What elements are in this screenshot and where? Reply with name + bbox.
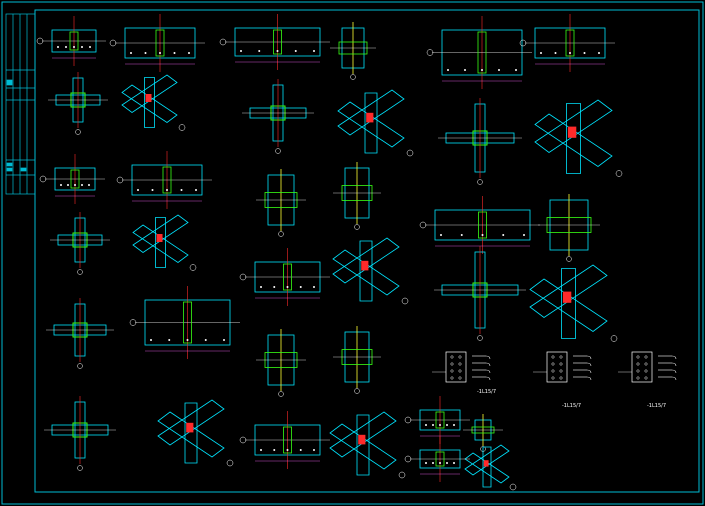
detail-2-section bbox=[50, 212, 110, 275]
plate-label-3: -1L15/7 bbox=[647, 403, 666, 409]
detail-5-section bbox=[239, 248, 330, 306]
detail-1-section bbox=[48, 72, 108, 135]
detail-4-section bbox=[242, 79, 314, 154]
detail-1-plan bbox=[36, 16, 106, 66]
plate-label-1: -1L15/7 bbox=[477, 389, 496, 395]
plate-detail-2 bbox=[533, 351, 592, 383]
detail-8-section bbox=[434, 246, 526, 341]
detail-7-section bbox=[438, 98, 522, 185]
detail-3-section bbox=[44, 396, 116, 471]
detail-3-iso bbox=[157, 399, 234, 467]
plate-label-2: -1L15/7 bbox=[562, 403, 581, 409]
plate-detail-3 bbox=[618, 351, 677, 383]
detail-2-plan bbox=[39, 154, 105, 204]
detail-7-iso bbox=[534, 99, 623, 177]
detail-2-elevation bbox=[116, 151, 212, 209]
detail-6-elevation bbox=[333, 326, 381, 394]
detail-1-elevation bbox=[109, 14, 205, 72]
plate-detail-1 bbox=[432, 351, 491, 383]
detail-5-plan bbox=[256, 169, 306, 237]
inner-frame bbox=[34, 9, 700, 493]
detail-4-iso bbox=[337, 89, 414, 157]
detail-6-iso bbox=[329, 411, 406, 479]
detail-9-plan bbox=[404, 396, 470, 444]
detail-8-elevation bbox=[538, 194, 600, 262]
detail-9-elevation bbox=[463, 414, 503, 452]
detail-1-iso bbox=[121, 74, 186, 131]
detail-4-plan bbox=[219, 14, 330, 70]
detail-8-plan bbox=[419, 196, 540, 254]
detail-6-section bbox=[239, 411, 330, 469]
detail-5-elevation bbox=[333, 162, 381, 230]
title-block-strip bbox=[5, 13, 36, 195]
detail-6-plan bbox=[256, 329, 306, 397]
detail-9-section bbox=[404, 436, 470, 482]
detail-9-iso bbox=[464, 444, 517, 491]
detail-7-elevation bbox=[519, 14, 615, 72]
detail-7-plan bbox=[426, 16, 532, 89]
detail-5-iso bbox=[332, 237, 409, 305]
detail-8-iso bbox=[529, 264, 618, 342]
detail-4-elevation bbox=[330, 22, 376, 80]
detail-3-plan bbox=[46, 298, 114, 369]
detail-2-iso bbox=[132, 214, 197, 271]
detail-3-elevation bbox=[129, 286, 240, 359]
